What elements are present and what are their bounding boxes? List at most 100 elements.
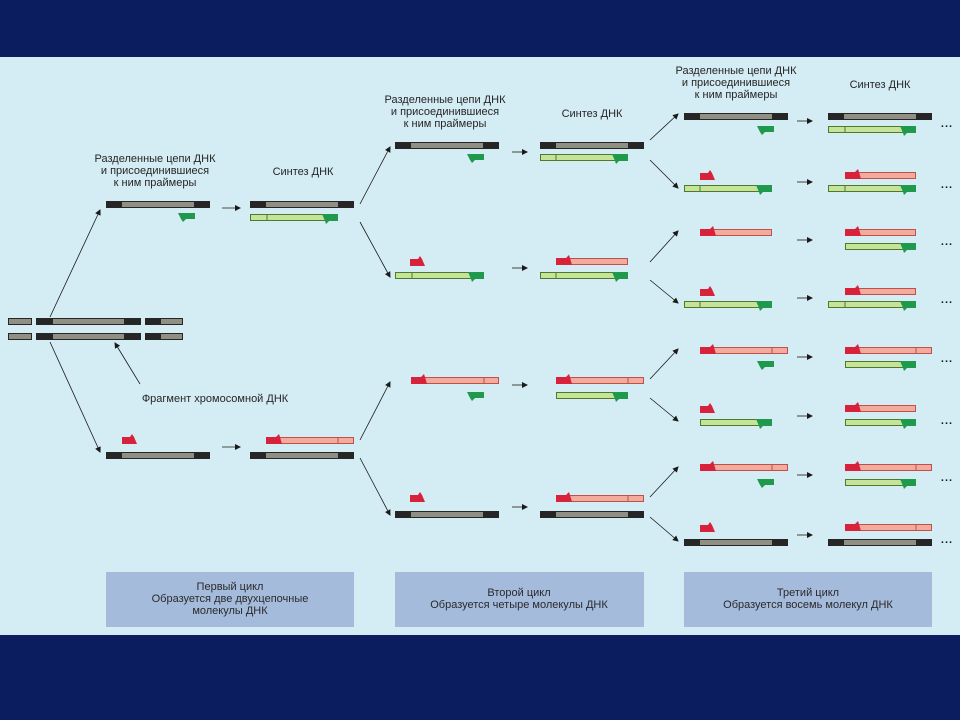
- cycle-title: Третий цикл: [777, 587, 839, 599]
- green-primer: [612, 392, 628, 402]
- synthesized-salmon-strand: [266, 434, 354, 444]
- cycle3-separated-strands-label: Разделенные цепи ДНК и присоединившиеся …: [676, 65, 798, 101]
- synthesized-salmon-strand: [845, 402, 916, 412]
- arrow: [649, 516, 679, 542]
- green-primer: [900, 243, 916, 253]
- strand-gray-body: [700, 114, 772, 119]
- red-primer: [845, 285, 861, 295]
- label-line: Разделенные цепи ДНК: [95, 153, 217, 165]
- cycle-title: Первый цикл: [197, 581, 264, 593]
- chromosome-segment-gray: [8, 318, 32, 325]
- green-primer: [756, 301, 772, 311]
- chromosome-fragment-label: Фрагмент хромосомной ДНК: [142, 393, 289, 405]
- arrow: [649, 159, 679, 189]
- green-primer: [178, 213, 195, 222]
- chromosome-segment-gray: [160, 333, 183, 340]
- strand-gray-body: [411, 143, 483, 148]
- green-primer: [757, 479, 774, 488]
- chromosome-segment-dark: [125, 333, 141, 340]
- continuation-dots: ...: [941, 415, 953, 427]
- red-primer: [845, 521, 861, 531]
- green-primer: [900, 301, 916, 311]
- synthesized-green-strand: [684, 301, 772, 311]
- template-dna-strand: [106, 201, 210, 208]
- green-primer: [900, 185, 916, 195]
- arrow: [649, 397, 679, 422]
- arrow: [649, 230, 679, 263]
- template-dna-strand: [540, 511, 644, 518]
- cycle-title: Второй цикл: [487, 587, 550, 599]
- label-line: и присоединившиеся: [682, 77, 790, 89]
- synthesized-salmon-strand: [845, 226, 916, 236]
- red-primer: [266, 434, 282, 444]
- red-primer: [556, 255, 572, 265]
- continuation-dots: ...: [941, 294, 953, 306]
- template-dna-strand: [684, 113, 788, 120]
- template-dna-strand: [828, 539, 932, 546]
- red-primer: [700, 226, 716, 236]
- arrow: [649, 113, 679, 141]
- red-primer: [122, 434, 137, 444]
- synthesized-green-strand: [700, 419, 772, 429]
- caption-box-bg: [684, 572, 932, 627]
- arrow: [649, 466, 679, 498]
- green-primer: [756, 419, 772, 429]
- continuation-dots: ...: [941, 179, 953, 191]
- synthesized-salmon-strand: [845, 521, 932, 531]
- green-primer: [900, 479, 916, 489]
- green-primer: [757, 361, 774, 370]
- red-primer: [845, 461, 861, 471]
- cycle2-synthesis-label: Синтез ДНК: [562, 108, 623, 120]
- continuation-dots: ...: [941, 118, 953, 130]
- synthesized-green-strand: [828, 126, 916, 136]
- template-dna-strand: [106, 452, 210, 459]
- arrow: [49, 209, 101, 318]
- green-primer: [467, 392, 484, 401]
- chromosome-segment-dark: [125, 318, 141, 325]
- chromosome-segment-gray: [52, 318, 125, 325]
- strand-gray-body: [844, 114, 916, 119]
- label-line: к ним праймеры: [114, 177, 197, 189]
- red-primer: [845, 344, 861, 354]
- continuation-dots: ...: [941, 236, 953, 248]
- label-line: к ним праймеры: [404, 118, 487, 130]
- arrow: [359, 457, 391, 516]
- synthesized-green-strand: [845, 361, 916, 371]
- arrow: [49, 341, 101, 453]
- chromosome-segment-gray: [52, 333, 125, 340]
- synthesized-salmon-strand: [700, 461, 788, 471]
- continuation-dots: ...: [941, 353, 953, 365]
- synthesized-salmon-strand: [845, 169, 916, 179]
- chromosomal-dna-fragment: [8, 318, 183, 340]
- label-line: и присоединившиеся: [101, 165, 209, 177]
- red-primer: [700, 522, 715, 532]
- cycle3-synthesis-label: Синтез ДНК: [850, 79, 911, 91]
- green-primer: [757, 126, 774, 135]
- green-primer: [900, 419, 916, 429]
- synthesized-green-strand: [845, 419, 916, 429]
- chromosome-segment-dark: [145, 318, 160, 325]
- red-primer: [410, 256, 425, 266]
- arrows-layer: [49, 113, 813, 542]
- caption-box-bg: [395, 572, 644, 627]
- label-line: Разделенные цепи ДНК: [676, 65, 798, 77]
- continuation-marks: ... ... ... ... ... ... ... ...: [941, 118, 953, 546]
- template-dna-strand: [828, 113, 932, 120]
- synthesized-green-strand: [684, 185, 772, 195]
- red-primer: [700, 344, 716, 354]
- template-dna-strand: [250, 201, 354, 208]
- chromosome-segment-dark: [36, 318, 52, 325]
- strand-gray-body: [122, 453, 194, 458]
- synthesized-salmon-strand: [845, 344, 932, 354]
- red-primer: [556, 374, 572, 384]
- strand-gray-body: [266, 202, 338, 207]
- green-primer: [467, 154, 484, 163]
- label-line: и присоединившиеся: [391, 106, 499, 118]
- template-dna-strand: [395, 142, 499, 149]
- diagram-panel: [0, 57, 960, 635]
- arrow: [649, 279, 679, 304]
- synthesized-green-strand: [845, 479, 916, 489]
- template-dna-strand: [250, 452, 354, 459]
- dna-strands-layer: [8, 113, 932, 546]
- chromosome-segment-gray: [8, 333, 32, 340]
